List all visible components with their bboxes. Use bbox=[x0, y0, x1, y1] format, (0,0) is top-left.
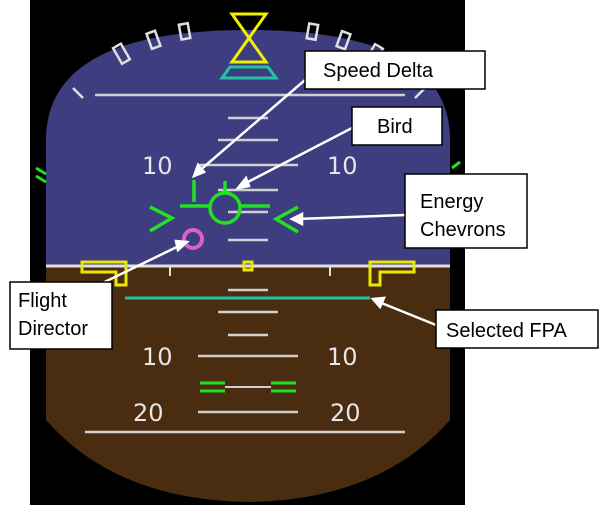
energy-chevrons-icon bbox=[149, 205, 299, 234]
callout-energy-label-line1: Energy bbox=[420, 191, 483, 213]
callout-flight-director-line1: Flight bbox=[18, 290, 67, 312]
bird-flight-path-vector-icon bbox=[180, 181, 270, 225]
ground bbox=[46, 267, 450, 502]
flight-director-icon bbox=[182, 228, 204, 250]
right-wing-marker-icon bbox=[368, 260, 416, 287]
callout-speed-delta: Speed Delta bbox=[304, 50, 486, 90]
aircraft-reference-marks bbox=[80, 260, 416, 287]
pitch-label-down-10-right: 10 bbox=[327, 343, 358, 371]
pitch-label-up-10-left: 10 bbox=[142, 152, 173, 180]
pitch-label-down-10-left: 10 bbox=[142, 343, 173, 371]
callout-selected-fpa-label: Selected FPA bbox=[446, 320, 567, 342]
callout-flight-director-line2: Director bbox=[18, 318, 88, 340]
callout-bird-label: Bird bbox=[377, 116, 413, 138]
roll-pointer-icon bbox=[229, 12, 269, 64]
slip-skid-indicator-icon bbox=[219, 65, 279, 80]
pitch-label-down-20-left: 20 bbox=[133, 399, 164, 427]
roll-scale bbox=[72, 21, 426, 99]
left-wing-marker-icon bbox=[80, 260, 128, 287]
center-dot-icon bbox=[242, 260, 254, 272]
lower-green-marks bbox=[200, 381, 296, 393]
pitch-label-down-20-right: 20 bbox=[330, 399, 361, 427]
pitch-label-up-10-right: 10 bbox=[327, 152, 358, 180]
callout-flight-director: Flight Director bbox=[9, 281, 113, 350]
callout-selected-fpa: Selected FPA bbox=[435, 309, 599, 349]
callout-energy-label-line2: Chevrons bbox=[420, 219, 506, 241]
horizon-ticks bbox=[169, 266, 331, 276]
callout-speed-delta-label: Speed Delta bbox=[323, 60, 434, 82]
edge-marks bbox=[35, 160, 461, 184]
callout-bird: Bird bbox=[351, 106, 443, 146]
callout-energy-chevrons: Energy Chevrons bbox=[404, 173, 528, 249]
